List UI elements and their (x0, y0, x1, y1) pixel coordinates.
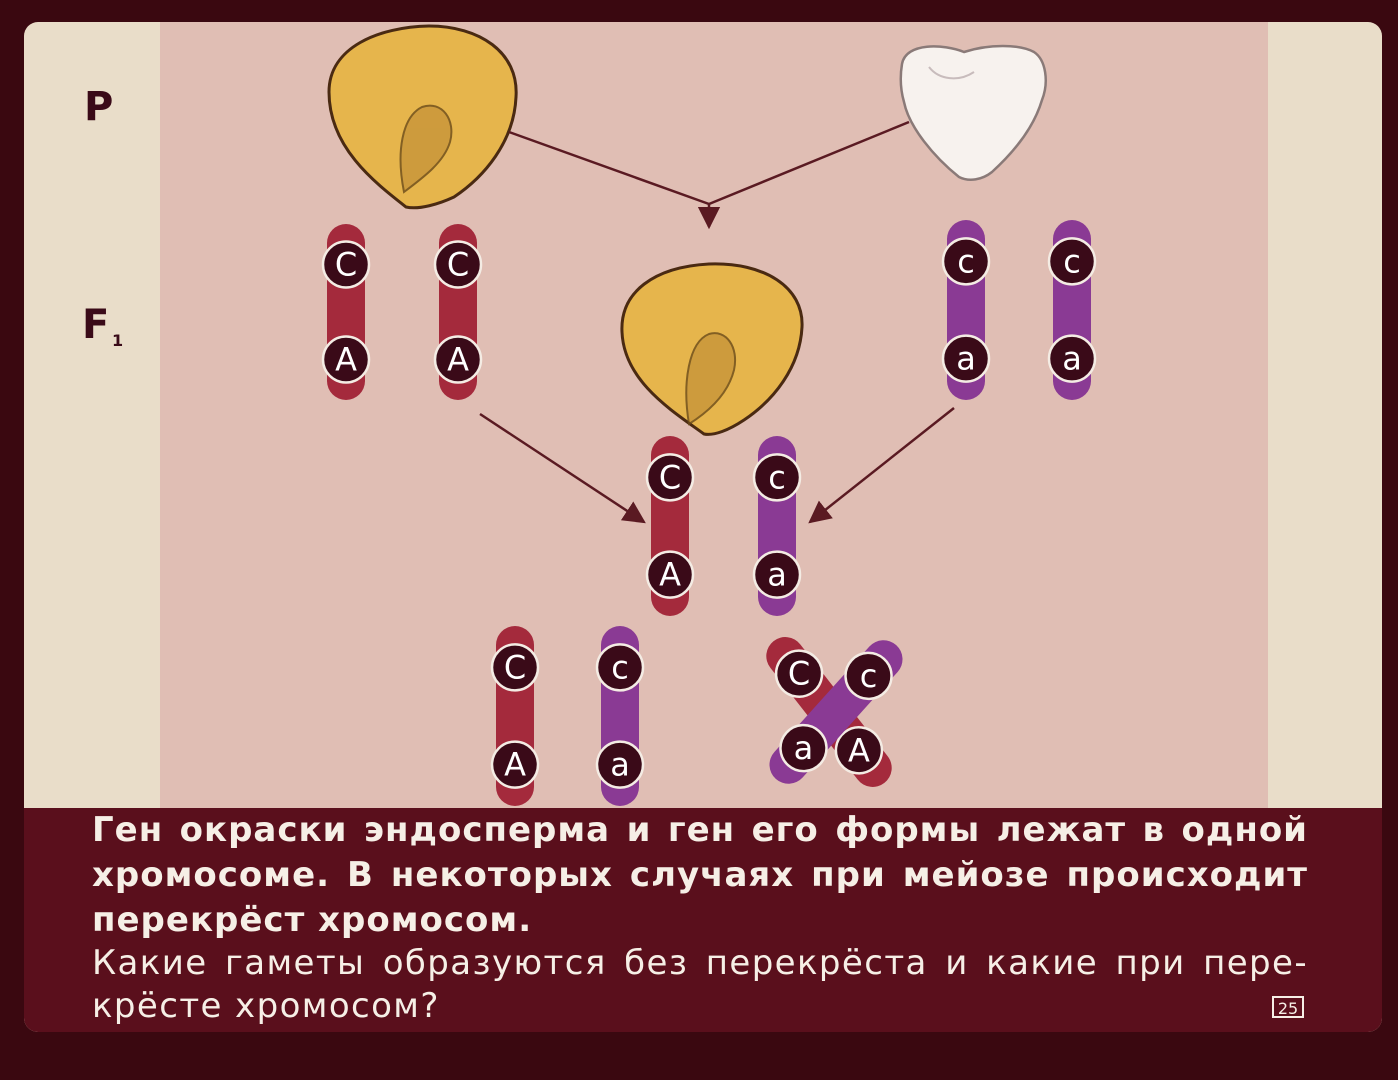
chromosome-crossover-recessive-allele-top-label: c (860, 657, 878, 695)
chromosome-parent-dominant-1-allele-bottom-label: A (335, 341, 357, 379)
chromosome-parent-dominant-2-allele-bottom: A (433, 335, 483, 384)
chromosome-f1-recessive-allele-bottom-label: a (767, 556, 787, 594)
yellow-seed-parent (327, 24, 518, 210)
chromosome-no-crossover-dominant-allele-bottom-label: A (504, 746, 526, 784)
chromosome-parent-recessive-1-allele-top-label: c (957, 242, 975, 280)
chromosome-crossover-dominant-allele-bottom-label: A (848, 731, 870, 769)
chromosome-f1-dominant: CA (645, 436, 695, 616)
white-seed-parent (899, 44, 1047, 181)
chromosome-f1-dominant-allele-bottom: A (645, 550, 695, 599)
chromosome-parent-recessive-1-allele-bottom-label: a (956, 340, 976, 378)
chromosome-parent-dominant-1: CA (321, 224, 371, 400)
arrow-to-recessive-chromosome (808, 407, 955, 524)
caption-line-5: крёсте хромосом? (92, 986, 440, 1026)
caption-line-4: Какие гаметы образуются без перекрёста и… (92, 943, 1308, 983)
chromosome-no-crossover-dominant-allele-top: C (490, 643, 540, 692)
chromosome-f1-dominant-allele-top-label: C (659, 458, 681, 496)
chromosome-crossover-recessive: ca (769, 640, 903, 784)
arrow-to-dominant-chromosome (479, 412, 646, 524)
chromosome-crossover-recessive-allele-top: c (844, 651, 893, 701)
chromosome-f1-recessive-allele-top: c (752, 453, 802, 502)
chromosome-parent-recessive-2-allele-top-label: c (1063, 242, 1081, 280)
chromosome-no-crossover-recessive-allele-top: c (595, 643, 645, 692)
chromosome-no-crossover-recessive-allele-top-label: c (611, 648, 629, 686)
chromosome-crossover-dominant-allele-top-label: C (788, 655, 810, 693)
chromosome-no-crossover-dominant: CA (490, 626, 540, 806)
chromosome-no-crossover-dominant-allele-top-label: C (504, 648, 526, 686)
chromosome-no-crossover-recessive-allele-bottom: a (595, 740, 645, 789)
chromosome-crossover-recessive-allele-bottom-label: a (794, 729, 814, 767)
chromosome-crossover-recessive-allele-bottom: a (779, 723, 828, 773)
chromosome-parent-recessive-2: ca (1047, 220, 1097, 400)
chromosome-f1-dominant-allele-top: C (645, 453, 695, 502)
chromosome-no-crossover-recessive-allele-bottom-label: a (610, 746, 630, 784)
chromosome-parent-dominant-1-allele-bottom: A (321, 335, 371, 384)
caption-line-1: Ген окраски эндосперма и ген его формы л… (92, 810, 1308, 850)
chromosome-f1-recessive-allele-bottom: a (752, 550, 802, 599)
caption-line-3: перекрёст хромосом. (92, 900, 533, 940)
chromosome-crossover-dominant-allele-bottom: A (834, 726, 884, 775)
chromosome-no-crossover-recessive: ca (595, 626, 645, 806)
chromosome-parent-dominant-2-allele-bottom-label: A (447, 341, 469, 379)
caption-line-2: хромосоме. В некоторых случаях при мейоз… (92, 855, 1308, 895)
chromosome-parent-recessive-1-allele-bottom: a (941, 334, 991, 383)
chromosome-parent-recessive-1-allele-top: c (941, 237, 991, 286)
chromosome-parent-recessive-2-allele-bottom-label: a (1062, 340, 1082, 378)
chromosome-f1-recessive-allele-top-label: c (768, 458, 786, 496)
generation-label-f1-subscript: 1 (112, 331, 123, 350)
chromosome-parent-dominant-1-allele-top: C (321, 240, 371, 289)
chromosome-parent-recessive-1: ca (941, 220, 991, 400)
chromosome-parent-recessive-2-allele-bottom: a (1047, 334, 1097, 383)
chromosome-f1-dominant-allele-bottom-label: A (659, 556, 681, 594)
chromosome-parent-dominant-1-allele-top-label: C (335, 245, 357, 283)
caption-panel: Ген окраски эндосперма и ген его формы л… (24, 808, 1382, 1032)
chromosome-crossover-dominant-allele-top: C (774, 649, 824, 698)
slide-number: 25 (1272, 996, 1304, 1018)
chromosome-no-crossover-dominant-allele-bottom: A (490, 740, 540, 789)
parent-cross-arrows (508, 120, 910, 230)
chromosome-parent-dominant-2-allele-top: C (433, 240, 483, 289)
chromosome-parent-dominant-2: CA (433, 224, 483, 400)
chromosome-f1-recessive: ca (752, 436, 802, 616)
chromosome-parent-dominant-2-allele-top-label: C (447, 245, 469, 283)
generation-label-p: P (84, 84, 113, 130)
generation-label-f1: F (82, 302, 109, 348)
yellow-seed-f1 (620, 262, 804, 436)
chromosome-parent-recessive-2-allele-top: c (1047, 237, 1097, 286)
